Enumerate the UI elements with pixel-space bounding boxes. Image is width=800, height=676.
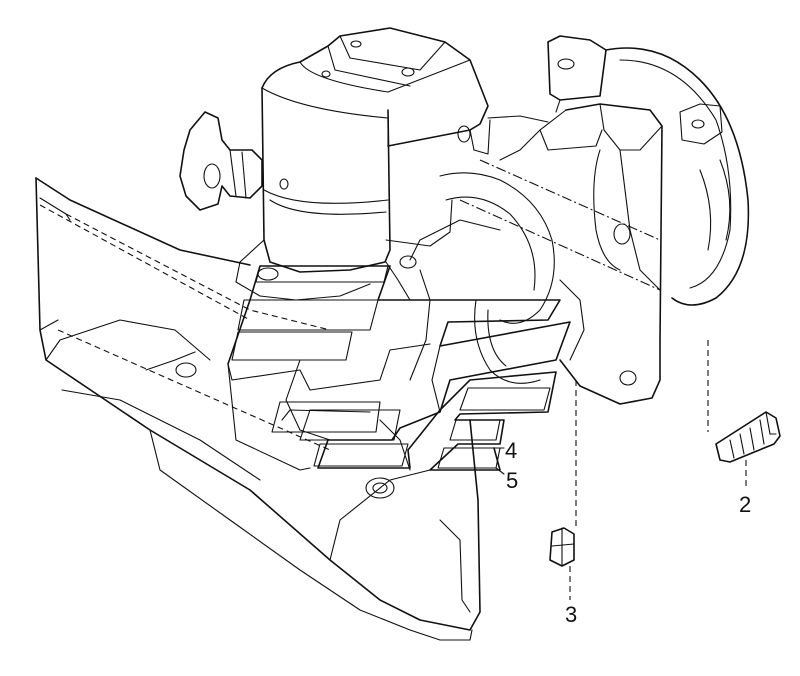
gasket-set <box>227 265 571 471</box>
bracket-plate <box>35 177 481 641</box>
housing-top <box>261 27 491 273</box>
knob-fitting <box>179 111 289 211</box>
casting-body <box>235 172 585 471</box>
bolt-part-2 <box>707 340 781 490</box>
callout-label-2: 2 <box>739 492 752 517</box>
callout-label-3: 3 <box>565 602 578 627</box>
washer-part-3 <box>549 380 577 600</box>
flange-pump <box>459 35 750 405</box>
callout-label-4: 4 <box>505 438 518 463</box>
callout-leaders <box>493 447 505 475</box>
callout-label-5: 5 <box>506 468 519 493</box>
